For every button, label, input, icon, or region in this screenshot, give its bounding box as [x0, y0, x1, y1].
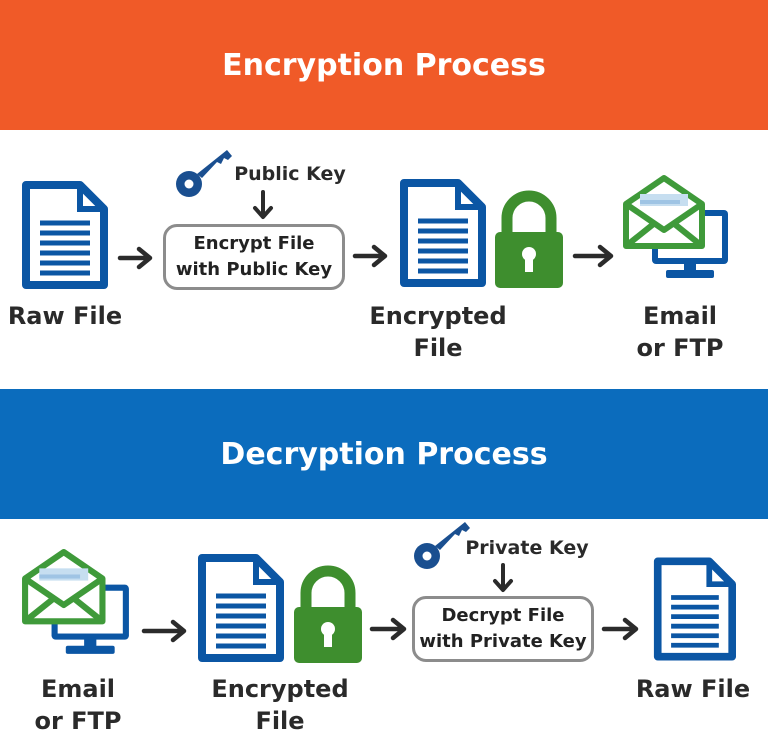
encryption-banner: Encryption Process: [0, 0, 768, 130]
arrow-down-icon: [493, 563, 513, 592]
raw-file-label: Raw File: [7, 302, 123, 330]
padlock-icon: [495, 190, 563, 288]
email-ftp-label: Email or FTP: [636, 302, 724, 362]
public-key-label: Public Key: [234, 163, 346, 185]
document-icon: [22, 181, 108, 289]
decrypt-file-box: Decrypt File with Private Key: [412, 596, 594, 662]
arrow-right-icon: [572, 244, 614, 268]
arrow-right-icon: [369, 617, 407, 641]
encryption-title: Encryption Process: [222, 47, 546, 83]
document-icon: [400, 179, 486, 287]
decryption-title: Decryption Process: [220, 436, 548, 472]
padlock-icon: [294, 565, 362, 663]
email-ftp-label: Email or FTP: [34, 675, 122, 735]
arrow-right-icon: [117, 246, 153, 270]
email-computer-icon: [22, 549, 129, 654]
encrypted-file-label: Encrypted File: [211, 675, 349, 735]
raw-file-label: Raw File: [635, 675, 751, 703]
key-icon: [414, 522, 470, 569]
private-key-label: Private Key: [465, 537, 589, 559]
arrow-right-icon: [601, 617, 639, 641]
document-icon: [198, 554, 284, 662]
arrow-right-icon: [352, 244, 388, 268]
encrypted-file-label: Encrypted File: [369, 302, 507, 362]
arrow-right-icon: [141, 619, 187, 643]
document-icon: [653, 557, 737, 661]
arrow-down-icon: [253, 190, 273, 219]
encrypt-file-box: Encrypt File with Public Key: [163, 224, 345, 290]
decryption-banner: Decryption Process: [0, 389, 768, 519]
key-icon: [176, 150, 232, 197]
email-computer-icon: [623, 175, 728, 278]
